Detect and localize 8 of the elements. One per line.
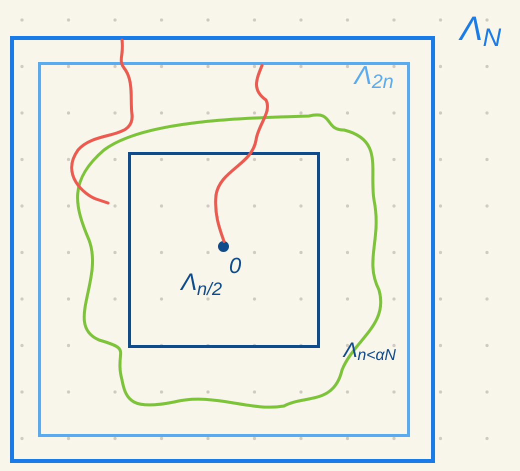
random-path (214, 64, 269, 243)
region-label: Λ$_{N}$ (460, 12, 502, 46)
square-outline (128, 152, 320, 348)
region-label: Λ$_{2n}$ (354, 62, 394, 88)
region-label: Λ$_{n/2}$ (181, 271, 222, 295)
square-outline (38, 62, 410, 437)
random-path (70, 38, 134, 204)
origin-label: 0 (229, 255, 242, 277)
